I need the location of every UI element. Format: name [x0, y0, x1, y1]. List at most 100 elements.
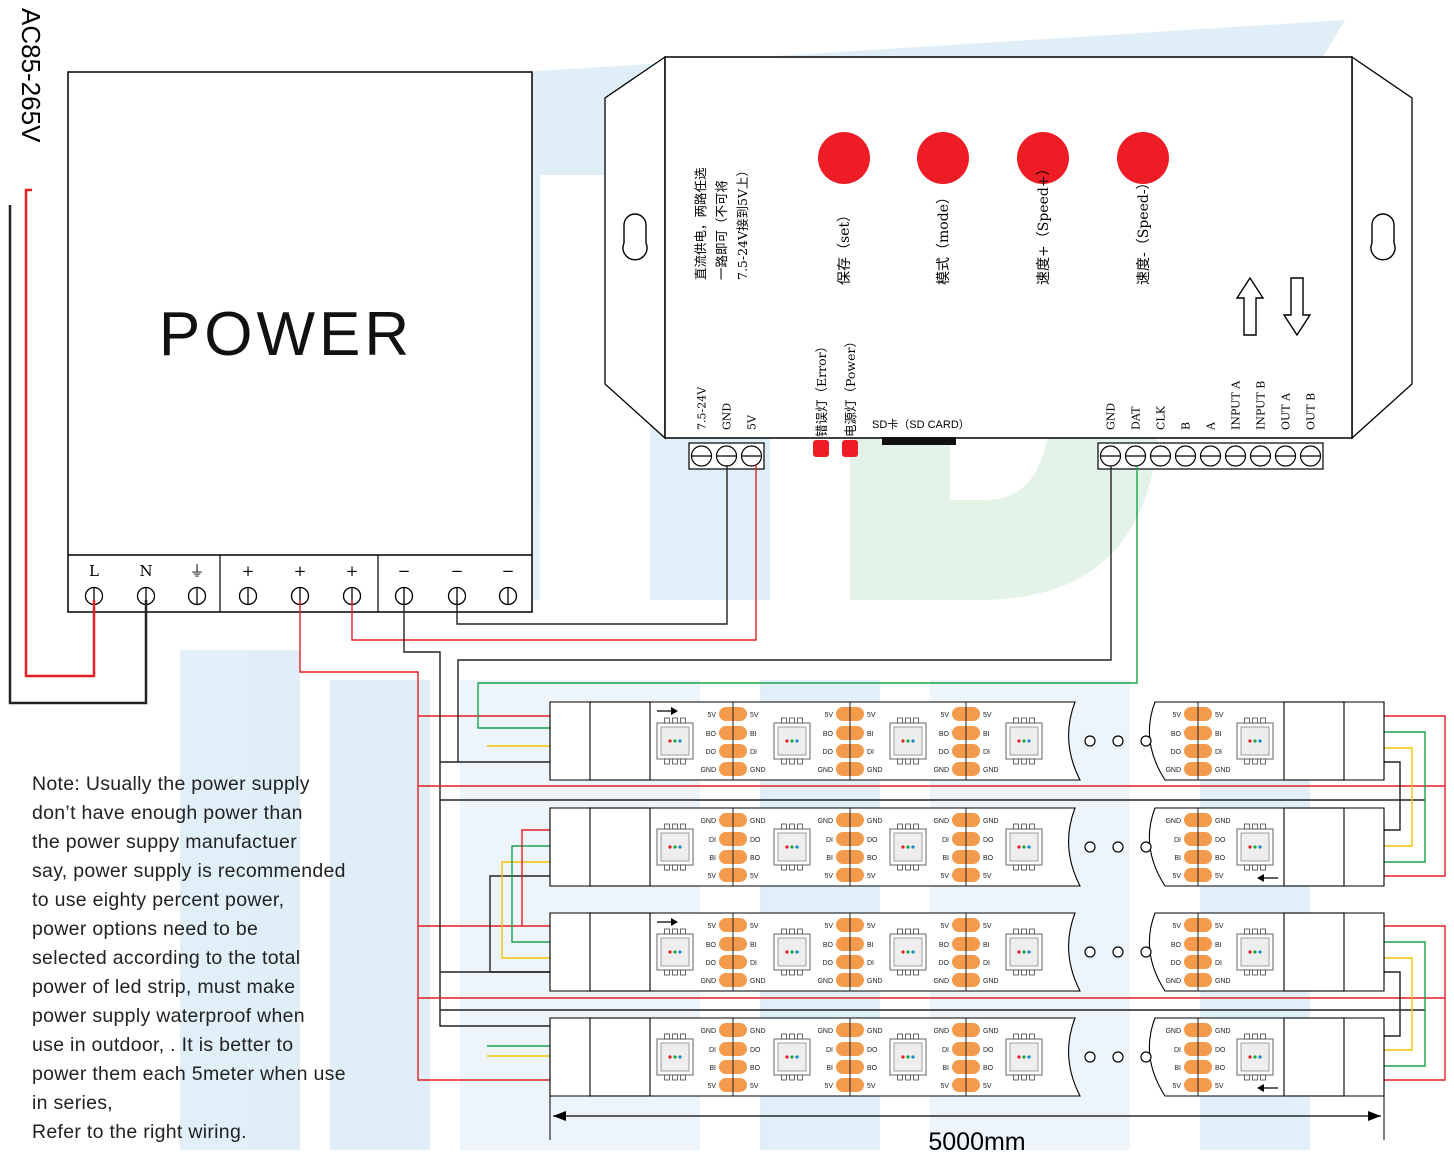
led-dot: [911, 845, 915, 849]
screw-terminal[interactable]: [1199, 445, 1222, 467]
screw-terminal[interactable]: [1174, 445, 1197, 467]
chip-pin: [1260, 864, 1266, 871]
note-line: power them each 5meter when use: [32, 1063, 346, 1085]
terminal-label: CLK: [1155, 405, 1168, 430]
led-dot: [790, 1055, 794, 1059]
pad-label: GND: [933, 1028, 949, 1035]
pad-label: BO: [823, 731, 834, 738]
pad-label: DO: [1171, 960, 1182, 967]
led-dot: [1022, 950, 1026, 954]
pad-label: 5V: [824, 873, 833, 880]
control-button-label: 模式（mode）: [936, 190, 952, 285]
chip-pin: [913, 864, 919, 871]
pad-label: BO: [823, 942, 834, 949]
pad-label: 5V: [940, 873, 949, 880]
note-line: power of led strip, must make: [32, 976, 296, 998]
pad-label: 5V: [983, 923, 992, 930]
control-button[interactable]: [1117, 132, 1169, 184]
chip-pin: [1260, 1033, 1266, 1040]
chip-pin: [680, 823, 686, 830]
chip-pin: [664, 1074, 670, 1081]
pad-label: DI: [983, 960, 990, 967]
screw-terminal[interactable]: [1099, 445, 1122, 467]
control-button[interactable]: [818, 132, 870, 184]
control-button[interactable]: [917, 132, 969, 184]
led-dot: [911, 1055, 915, 1059]
screw-terminal[interactable]: [1249, 445, 1272, 467]
chip-pin: [680, 864, 686, 871]
screw-terminal[interactable]: [690, 445, 713, 467]
screw-terminal[interactable]: [238, 586, 258, 606]
chip-pin: [664, 864, 670, 871]
chip-pin: [1252, 969, 1258, 976]
pad-label: 5V: [867, 1083, 876, 1090]
pad-label: DI: [942, 837, 949, 844]
pad-label: 5V: [750, 923, 759, 930]
pad-label: DO: [750, 837, 761, 844]
pad-label: BO: [1171, 731, 1182, 738]
control-button[interactable]: [1017, 132, 1069, 184]
pad-label: DI: [867, 749, 874, 756]
pad-label: BO: [706, 942, 717, 949]
pad-label: DO: [867, 1047, 878, 1054]
pad-label: DI: [942, 1047, 949, 1054]
pad-label: 5V: [707, 923, 716, 930]
chip-pin: [1252, 717, 1258, 724]
chip-pin: [1029, 1074, 1035, 1081]
chip-pin: [1244, 717, 1250, 724]
pad-label: DI: [983, 749, 990, 756]
chip-pin: [905, 758, 911, 765]
pad-label: DO: [939, 960, 950, 967]
chip-pin: [680, 928, 686, 935]
chip-pin: [781, 1074, 787, 1081]
ac-input-label: AC85-265V: [16, 8, 46, 143]
pad-label: 5V: [1172, 1083, 1181, 1090]
led-dot: [678, 739, 682, 743]
pad-label: GND: [933, 818, 949, 825]
pad-label: 5V: [867, 923, 876, 930]
pad-label: BO: [1215, 855, 1226, 862]
chip-pin: [913, 928, 919, 935]
screw-terminal[interactable]: [1274, 445, 1297, 467]
screw-terminal[interactable]: [1299, 445, 1322, 467]
terminal-label: OUT B: [1305, 393, 1318, 430]
sd-card-slot[interactable]: [882, 437, 956, 445]
pad-label: 5V: [707, 1083, 716, 1090]
screw-terminal[interactable]: [715, 445, 738, 467]
led-dot: [906, 845, 910, 849]
pad-label: DO: [823, 960, 834, 967]
screw-terminal[interactable]: [187, 586, 207, 606]
pad-label: GND: [1215, 978, 1231, 985]
led-dot: [1017, 739, 1021, 743]
pad-label: DI: [826, 1047, 833, 1054]
pad-label: DO: [823, 749, 834, 756]
pad-label: 5V: [750, 1083, 759, 1090]
chip-pin: [781, 717, 787, 724]
screw-terminal[interactable]: [498, 586, 518, 606]
chip-pin: [1021, 717, 1027, 724]
chip-pin: [1029, 969, 1035, 976]
pad-label: DI: [709, 1047, 716, 1054]
pad-label: 5V: [867, 873, 876, 880]
screw-terminal[interactable]: [1124, 445, 1147, 467]
screw-terminal[interactable]: [1224, 445, 1247, 467]
pad-label: GND: [700, 818, 716, 825]
screw-terminal[interactable]: [1149, 445, 1172, 467]
pad-label: GND: [867, 1028, 883, 1035]
led-dot: [1248, 1055, 1252, 1059]
chip-pin: [1013, 928, 1019, 935]
terminal-label: A: [1205, 421, 1218, 431]
length-dimension: 5000mm: [549, 1094, 1385, 1156]
chip-pin: [797, 1033, 803, 1040]
led-dot: [1017, 1055, 1021, 1059]
chip-pin: [789, 1033, 795, 1040]
pad-label: BI: [750, 731, 757, 738]
screw-terminal[interactable]: [740, 445, 763, 467]
terminal-label: L: [89, 562, 99, 580]
chip-pin: [781, 1033, 787, 1040]
led-dot: [790, 950, 794, 954]
